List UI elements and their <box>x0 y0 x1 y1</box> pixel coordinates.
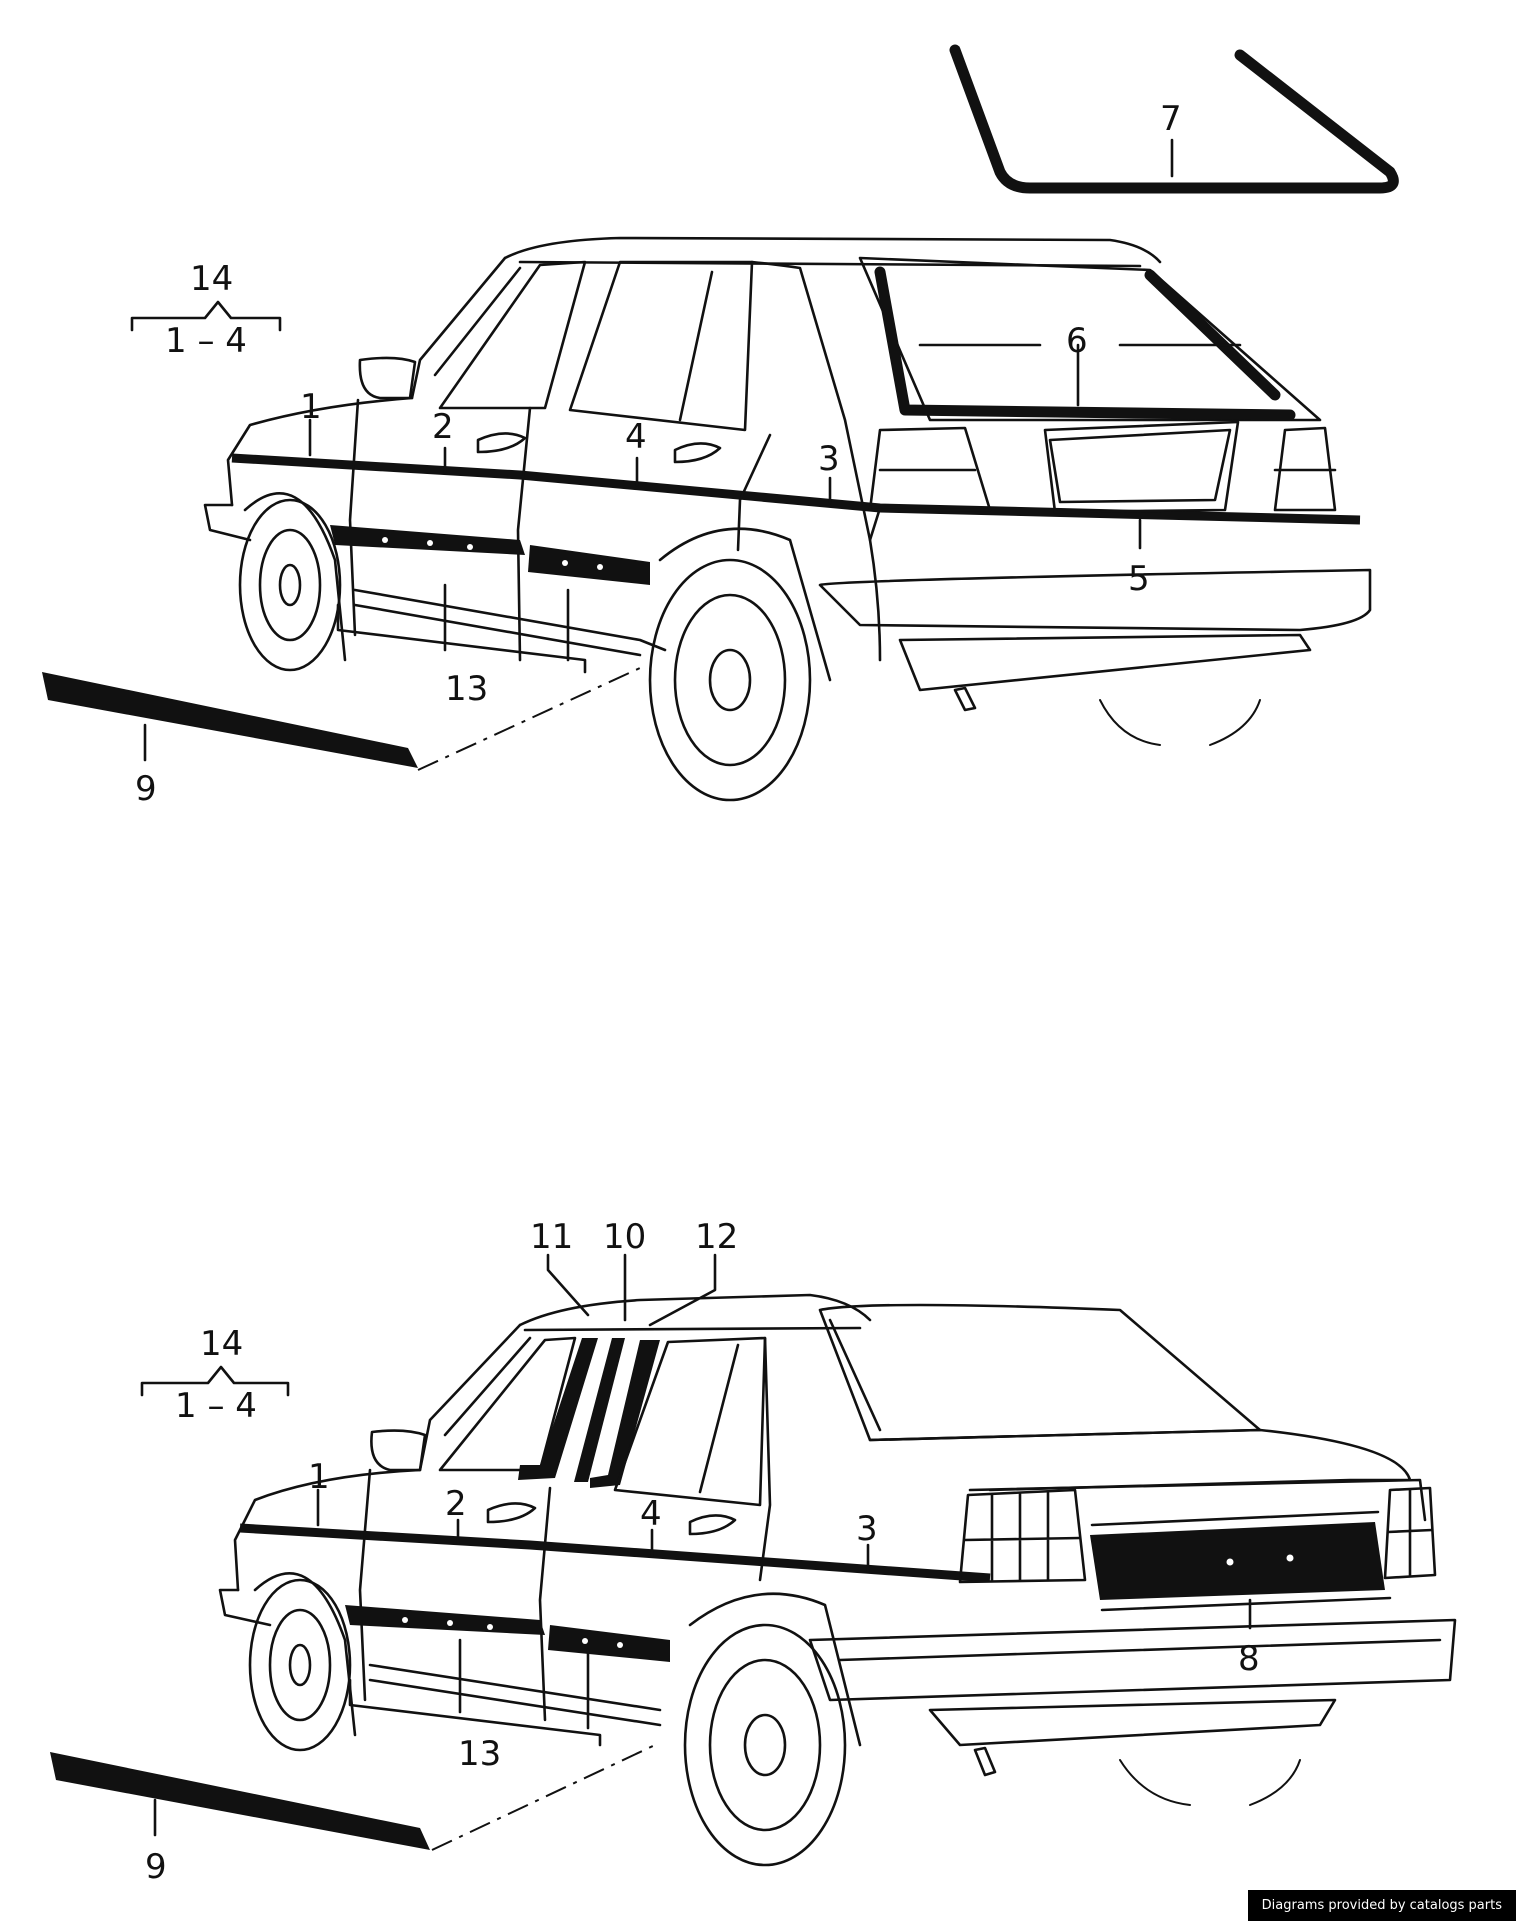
callout-bottom-13: 13 <box>458 1734 501 1774</box>
callout-top-7: 7 <box>1160 99 1182 139</box>
part-8-trunk-trim <box>1090 1522 1385 1600</box>
hatchback-body <box>203 236 1372 802</box>
part-13-door-trim <box>330 525 525 555</box>
callout-top-4: 4 <box>625 417 647 457</box>
callout-bottom-4: 4 <box>640 1494 662 1534</box>
part-1-2-3-4-side-stripe <box>231 453 1361 525</box>
part-11-pillar-trim <box>518 1338 598 1480</box>
callout-top-6: 6 <box>1066 321 1088 361</box>
callout-bottom-2: 2 <box>445 1484 467 1524</box>
part-9-sill-strip <box>42 672 418 768</box>
callout-top-9: 9 <box>135 769 157 809</box>
hatchback-diagram: 14 1 – 4 1 2 4 3 5 6 7 13 9 <box>42 44 1399 809</box>
callout-bottom-12: 12 <box>695 1217 738 1257</box>
callout-bottom-8: 8 <box>1238 1639 1260 1679</box>
callout-bottom-range: 1 – 4 <box>175 1386 257 1426</box>
callout-bottom-11: 11 <box>530 1217 573 1257</box>
part-12-pillar-trim <box>590 1340 660 1488</box>
part-10-pillar-trim <box>574 1338 625 1482</box>
callout-bottom-14: 14 <box>200 1324 243 1364</box>
callout-top-range: 1 – 4 <box>165 321 247 361</box>
callout-top-2: 2 <box>432 407 454 447</box>
callout-top-1: 1 <box>300 387 322 427</box>
callout-bottom-9: 9 <box>145 1847 167 1887</box>
part-7-window-seal <box>949 44 1399 194</box>
part-6-hatch-seal <box>874 266 1296 421</box>
sedan-body <box>218 1293 1457 1867</box>
callout-top-3: 3 <box>818 439 840 479</box>
sedan-diagram: 14 1 – 4 1 2 4 3 8 11 10 12 13 9 <box>50 1217 1457 1887</box>
callout-bottom-10: 10 <box>603 1217 646 1257</box>
part-13-door-trim-sedan <box>345 1605 545 1635</box>
credit-banner: Diagrams provided by catalogs parts <box>1247 1890 1516 1921</box>
callout-bottom-3: 3 <box>856 1509 878 1549</box>
callout-top-5: 5 <box>1128 559 1150 599</box>
callout-top-14: 14 <box>190 259 233 299</box>
callout-top-13: 13 <box>445 669 488 709</box>
callout-bottom-1: 1 <box>308 1457 330 1497</box>
part-1-2-3-4-side-stripe-sedan <box>239 1523 991 1583</box>
part-9-sill-strip-sedan <box>50 1752 430 1850</box>
